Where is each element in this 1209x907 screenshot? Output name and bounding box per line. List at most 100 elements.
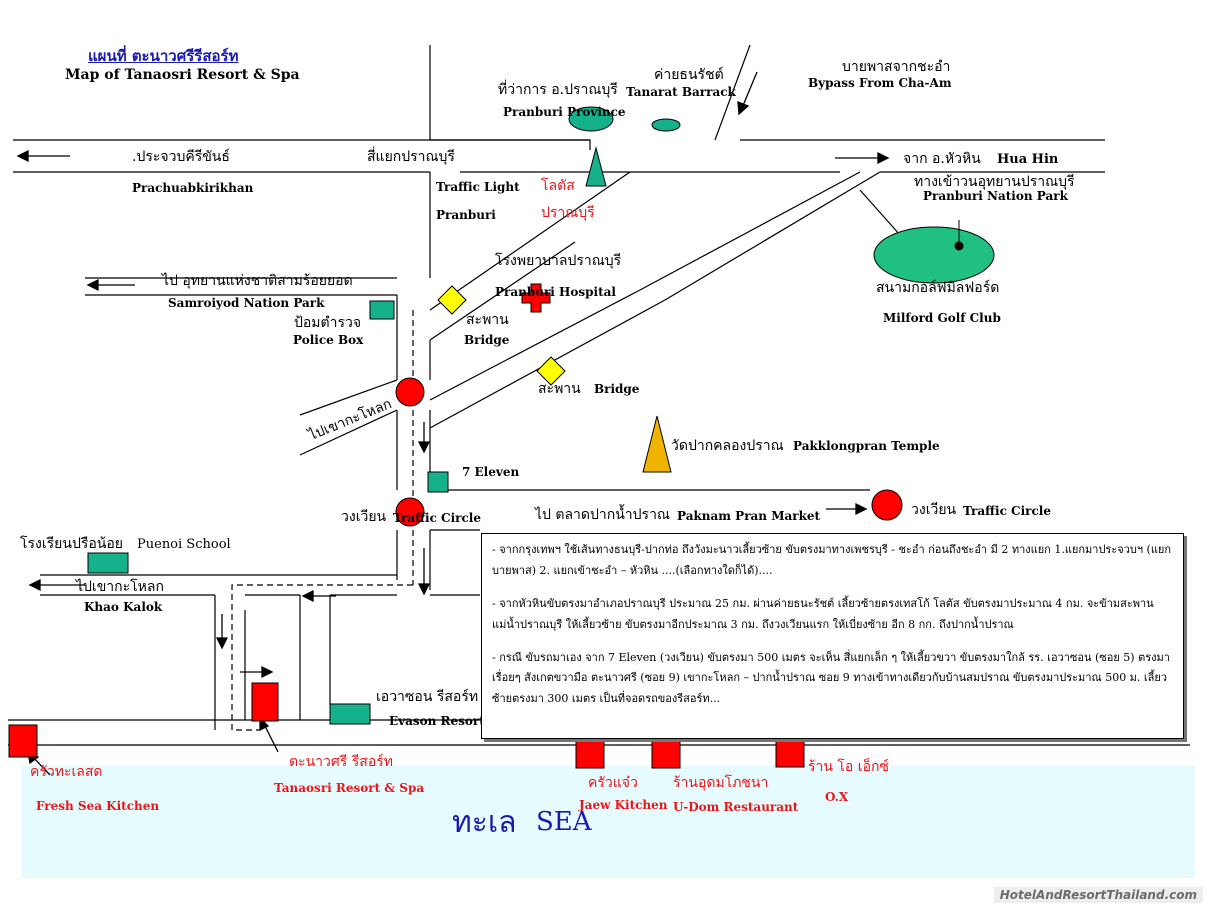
hospital-label-th: โรงพยาบาลปราณบุรี xyxy=(495,253,622,269)
arrow-right-icon xyxy=(261,665,274,679)
from-huahin-label-en: Hua Hin xyxy=(997,152,1059,167)
temple-label-th: วัดปากคลองปราณ xyxy=(671,438,784,454)
jaew-label-th: ครัวแจ๋ว xyxy=(588,775,638,791)
traffic-circle-marker xyxy=(395,377,425,407)
arrow-left-icon xyxy=(16,149,29,163)
khaokalok-label-en: Khao Kalok xyxy=(84,600,163,614)
samroiyod-label-th: ไป อุทยานแห่งชาติสามร้อยยอด xyxy=(162,273,353,289)
bridge-marker xyxy=(536,356,566,386)
arrow-down-icon xyxy=(737,101,750,116)
bridge-marker xyxy=(437,285,467,315)
directions-box: - จากกรุงเทพฯ ใช้เส้นทางธนบุรี-ปากท่อ ถึ… xyxy=(481,533,1184,739)
udom-label-en: U-Dom Restaurant xyxy=(673,800,799,814)
map-title-thai: แผนที่ ตะนาวศรีรีสอร์ท xyxy=(88,47,239,65)
seven-eleven-marker xyxy=(427,471,449,493)
golf-label-en: Milford Golf Club xyxy=(883,311,1001,325)
route-dash xyxy=(231,584,413,731)
prachuab-label-en: Prachuabkirikhan xyxy=(132,181,254,195)
road-line xyxy=(429,171,881,429)
khaokalok-label-th: ไปเขากะโหลก xyxy=(76,579,164,595)
circle1-label-en: Traffic Circle xyxy=(393,511,481,525)
tanaosri-label-en: Tanaosri Resort & Spa xyxy=(274,781,425,795)
road-line xyxy=(714,44,751,141)
evason-marker xyxy=(329,703,371,725)
arrow-left-icon xyxy=(301,589,314,603)
evason-label-en: Evason Resort xyxy=(389,714,485,728)
circle1-label-th: วงเวียน xyxy=(341,509,387,525)
direction-item: - กรณี ขับรถมาเอง จาก 7 Eleven (วงเวียน)… xyxy=(492,650,1170,706)
watermark: HotelAndResortThailand.com xyxy=(993,887,1203,903)
bridge1-label-en: Bridge xyxy=(464,333,510,347)
road-line xyxy=(299,409,398,456)
golf-course-marker xyxy=(873,226,995,284)
fresh-kitchen-label-en: Fresh Sea Kitchen xyxy=(36,799,160,813)
market-label-th: ไป ตลาดปากน้ำปราณ xyxy=(535,507,670,523)
circle2-label-th: วงเวียน xyxy=(911,502,957,518)
arrow-right-icon xyxy=(877,151,890,165)
road-line xyxy=(299,379,398,416)
pranburi-province-label-en: Pranburi Province xyxy=(503,105,626,119)
sea-label-en: SEA xyxy=(536,807,592,837)
traffic-circle-marker xyxy=(871,489,903,521)
tanarat-label-th: ค่ายธนรัชต์ xyxy=(654,67,724,83)
road-line xyxy=(429,241,576,341)
school-label-en: Puenoi School xyxy=(137,537,231,552)
circle2-label-en: Traffic Circle xyxy=(963,504,1051,518)
bridge2-label-en: Bridge xyxy=(594,382,640,396)
lotus-marker xyxy=(585,146,607,187)
evason-label-th: เอวาซอน รีสอร์ท xyxy=(376,689,479,705)
tanaosri-resort-marker xyxy=(251,682,279,722)
temple-marker xyxy=(642,415,672,473)
road-line xyxy=(429,171,861,401)
bridge1-label-th: สะพาน xyxy=(466,312,509,328)
golf-hole-icon xyxy=(954,241,964,251)
market-label-en: Paknam Pran Market xyxy=(677,509,821,523)
direction-item: - จากหัวหินขับตรงมาอำเภอปราณบุรี ประมาณ … xyxy=(492,596,1154,631)
arrow-left-icon xyxy=(86,278,99,292)
lotus-label-1: โลตัส xyxy=(541,178,575,194)
ox-marker xyxy=(775,734,805,768)
police-label-en: Police Box xyxy=(293,333,364,347)
jaew-label-en: Jaew Kitchen xyxy=(579,798,668,812)
jaew-kitchen-marker xyxy=(575,737,605,769)
tanaosri-label-th: ตะนาวศรี รีสอร์ท xyxy=(289,754,393,770)
pranburi-junction-label: สี่แยกปราณบุรี xyxy=(367,149,455,165)
pranburi-province-marker xyxy=(568,106,614,132)
school-marker xyxy=(87,552,129,574)
hospital-label-en: Pranburi Hospital xyxy=(495,285,616,299)
sea-label-th: ทะเล xyxy=(452,805,517,840)
ox-label-en: O.X xyxy=(825,790,849,804)
road-line xyxy=(429,171,631,311)
arrow-down-icon xyxy=(417,583,431,596)
pranburi-park-label-en: Pranburi Nation Park xyxy=(923,189,1068,203)
traffic-circle-marker xyxy=(395,497,425,527)
pranburi-park-label-th: ทางเข้าวนอุทยานปราณบุรี xyxy=(914,174,1075,190)
pranburi-label: Pranburi xyxy=(436,208,496,222)
samroiyod-label-en: Samroiyod Nation Park xyxy=(168,296,325,310)
fresh-sea-kitchen-marker xyxy=(8,724,38,758)
hospital-cross-icon xyxy=(521,283,551,313)
police-label-th: ป้อมตำรวจ xyxy=(294,315,362,331)
arrow-right-icon xyxy=(855,502,868,516)
from-huahin-label-th: จาก อ.หัวหิน xyxy=(903,151,981,167)
pranburi-province-label-th: ที่ว่าการ อ.ปราณบุรี xyxy=(498,82,618,98)
traffic-light-label: Traffic Light xyxy=(436,180,520,194)
map-title-english: Map of Tanaosri Resort & Spa xyxy=(65,67,300,83)
arrow-down-icon xyxy=(215,637,229,650)
tanarat-label-en: Tanarat Barrack xyxy=(626,85,736,99)
arrow-left-icon xyxy=(28,578,41,592)
sea-area xyxy=(22,765,1195,878)
temple-label-en: Pakklongpran Temple xyxy=(793,439,940,453)
lotus-label-2: ปราณบุรี xyxy=(541,205,595,221)
bridge2-label-th: สะพาน xyxy=(538,381,581,397)
prachuab-label-th: .ประจวบคีรีขันธ์ xyxy=(132,149,230,165)
direction-item: - จากกรุงเทพฯ ใช้เส้นทางธนบุรี-ปากท่อ ถึ… xyxy=(492,543,1172,577)
ox-label-th: ร้าน โอ เอ็กซ์ xyxy=(808,759,889,775)
bypass-label-en: Bypass From Cha-Am xyxy=(808,76,952,90)
road-line xyxy=(859,189,901,236)
police-box-marker xyxy=(369,300,395,320)
tanarat-barrack-marker xyxy=(651,118,681,132)
arrow-down-icon xyxy=(417,441,431,454)
udom-label-th: ร้านอุดมโภชนา xyxy=(673,775,769,791)
